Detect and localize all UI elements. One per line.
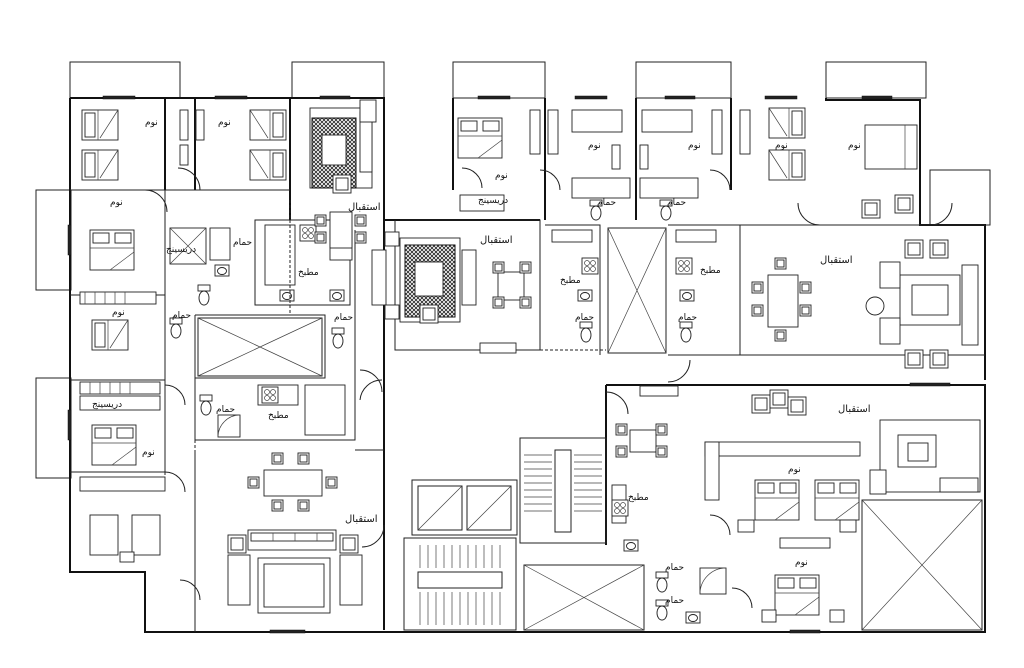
room-labels: نوم نوم نوم دريسينج حمام مطبخ حمام نوم ح… <box>92 118 871 606</box>
label-bedroom-11: نوم <box>788 465 801 475</box>
label-bath-3: حمام <box>334 313 353 323</box>
void-shafts <box>197 227 983 631</box>
label-bath-2: حمام <box>172 311 191 321</box>
label-bath-9: حمام <box>665 563 684 573</box>
furniture-center-reception <box>371 229 717 354</box>
label-bedroom-12: نوم <box>795 558 808 568</box>
label-bedroom-8: نوم <box>688 141 701 151</box>
core-stairs-elevators <box>403 437 607 631</box>
label-kitchen-2: مطبخ <box>268 411 289 421</box>
label-kitchen-4: مطبخ <box>700 266 721 276</box>
label-reception-5: استقبال <box>838 404 871 415</box>
label-bedroom-10: نوم <box>848 141 861 151</box>
furniture-north-units <box>457 107 918 221</box>
label-dressing-3: دريسينج <box>478 196 508 206</box>
label-reception-1: استقبال <box>345 514 378 525</box>
outer-walls <box>69 97 986 633</box>
label-reception-4: استقبال <box>820 255 853 266</box>
label-kitchen-5: مطبخ <box>628 493 649 503</box>
label-bath-7: حمام <box>575 313 594 323</box>
furniture-west-unit <box>79 99 377 614</box>
label-bedroom-7: نوم <box>588 141 601 151</box>
label-reception-3: استقبال <box>480 235 513 246</box>
label-bath-5: حمام <box>597 198 616 208</box>
label-bedroom-4: نوم <box>112 308 125 318</box>
label-bath-8: حمام <box>678 313 697 323</box>
label-bath-1: حمام <box>233 238 252 248</box>
label-kitchen-3: مطبخ <box>560 276 581 286</box>
window-marks <box>67 95 951 634</box>
door-swings <box>144 167 953 609</box>
furniture-southeast-unit <box>611 385 981 624</box>
label-bedroom-6: نوم <box>495 171 508 181</box>
label-bedroom-3: نوم <box>110 198 123 208</box>
label-bath-4: حمام <box>216 405 235 415</box>
label-bedroom-2: نوم <box>218 118 231 128</box>
balconies-top <box>35 61 991 479</box>
label-dressing-1: دريسينج <box>166 245 196 255</box>
label-dressing-2: دريسينج <box>92 400 122 410</box>
label-bath-6: حمام <box>667 198 686 208</box>
furniture-east-reception <box>751 239 979 369</box>
label-bath-10: حمام <box>665 596 684 606</box>
label-bedroom-1: نوم <box>145 118 158 128</box>
label-bedroom-5: نوم <box>142 448 155 458</box>
label-reception-2: استقبال <box>348 202 381 213</box>
label-bedroom-9: نوم <box>775 141 788 151</box>
label-kitchen-1: مطبخ <box>298 268 319 278</box>
